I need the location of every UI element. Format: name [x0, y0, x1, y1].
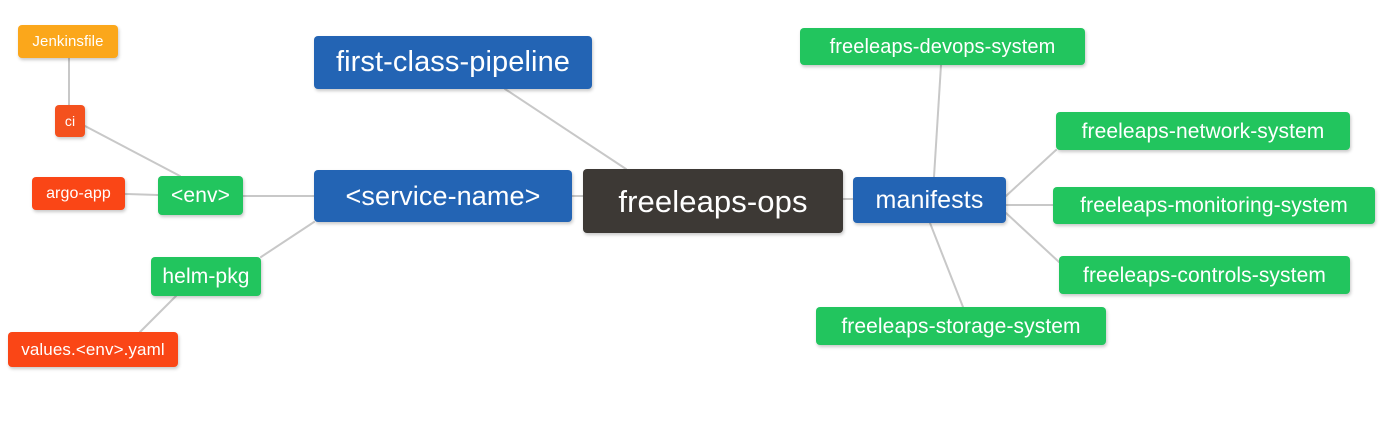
- node-label-freeleaps-controls-system: freeleaps-controls-system: [1083, 263, 1326, 287]
- node-freeleaps-ops[interactable]: freeleaps-ops: [583, 169, 843, 233]
- node-label-helm-pkg: helm-pkg: [162, 265, 250, 288]
- edge-ci-env: [84, 125, 181, 177]
- edge-pipeline-ops: [504, 88, 627, 170]
- node-argo-app[interactable]: argo-app: [32, 177, 125, 210]
- node-label-argo-app: argo-app: [46, 184, 111, 202]
- node-label-freeleaps-network-system: freeleaps-network-system: [1081, 119, 1325, 143]
- edge-servicename-helmpkg: [260, 221, 315, 258]
- node-freeleaps-network-system[interactable]: freeleaps-network-system: [1056, 112, 1350, 150]
- node-label-freeleaps-monitoring-system: freeleaps-monitoring-system: [1080, 194, 1348, 217]
- edge-manifests-controls: [1005, 212, 1060, 263]
- node-env[interactable]: <env>: [158, 176, 243, 215]
- edge-manifests-devops: [933, 64, 942, 178]
- node-label-manifests: manifests: [875, 185, 984, 214]
- edge-manifests-storage: [929, 222, 964, 308]
- node-label-jenkinsfile: Jenkinsfile: [32, 33, 104, 50]
- node-label-ci: ci: [64, 113, 76, 129]
- node-label-freeleaps-storage-system: freeleaps-storage-system: [841, 314, 1081, 338]
- node-freeleaps-monitoring-system[interactable]: freeleaps-monitoring-system: [1053, 187, 1375, 224]
- node-jenkinsfile[interactable]: Jenkinsfile: [18, 25, 118, 58]
- node-manifests[interactable]: manifests: [853, 177, 1006, 223]
- edge-argoapp-env: [124, 193, 159, 196]
- node-service-name[interactable]: <service-name>: [314, 170, 572, 222]
- node-label-service-name: <service-name>: [345, 180, 541, 211]
- node-helm-pkg[interactable]: helm-pkg: [151, 257, 261, 296]
- node-first-class-pipeline[interactable]: first-class-pipeline: [314, 36, 592, 89]
- node-values-yaml[interactable]: values.<env>.yaml: [8, 332, 178, 367]
- edge-helmpkg-values: [139, 295, 177, 333]
- node-freeleaps-controls-system[interactable]: freeleaps-controls-system: [1059, 256, 1350, 294]
- node-freeleaps-devops-system[interactable]: freeleaps-devops-system: [800, 28, 1085, 65]
- edge-manifests-network: [1005, 149, 1057, 197]
- node-label-freeleaps-devops-system: freeleaps-devops-system: [829, 35, 1056, 58]
- node-label-first-class-pipeline: first-class-pipeline: [335, 46, 571, 78]
- node-label-env: <env>: [171, 184, 230, 207]
- node-freeleaps-storage-system[interactable]: freeleaps-storage-system: [816, 307, 1106, 345]
- node-label-freeleaps-ops: freeleaps-ops: [618, 183, 808, 219]
- node-label-values-yaml: values.<env>.yaml: [21, 340, 165, 359]
- node-ci[interactable]: ci: [55, 105, 85, 137]
